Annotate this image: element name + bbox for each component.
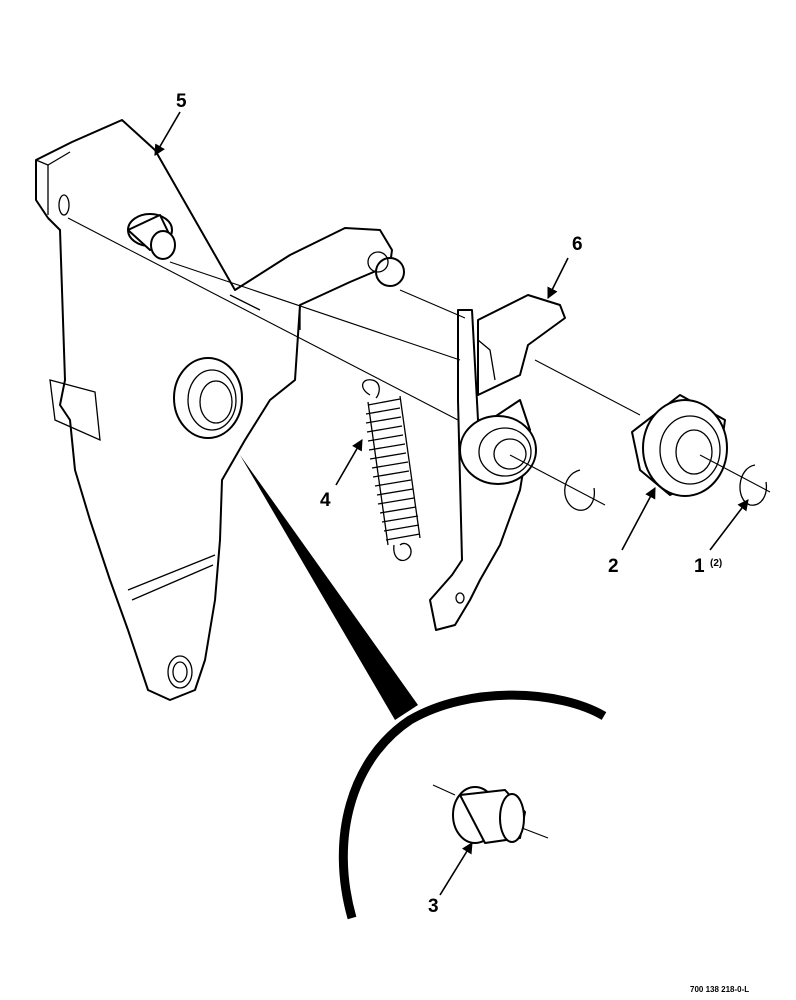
spring-part-4 (362, 379, 421, 562)
callout-5: 5 (176, 91, 187, 112)
bearing-part-2 (631, 394, 728, 497)
arm-part-6 (429, 294, 566, 631)
callout-4: 4 (320, 490, 331, 511)
detail-view (240, 455, 607, 920)
alignment-lines (67, 217, 771, 506)
callout-6: 6 (572, 234, 583, 255)
drawing-number: 700 138 218-0-L (690, 985, 749, 994)
mounting-plate-part-5 (35, 119, 405, 701)
callout-2: 2 (608, 556, 619, 577)
callout-1: 1 (694, 556, 705, 577)
callout-3: 3 (428, 896, 439, 917)
callout-1-quantity: (2) (710, 558, 722, 569)
callout-arrows (154, 111, 749, 896)
